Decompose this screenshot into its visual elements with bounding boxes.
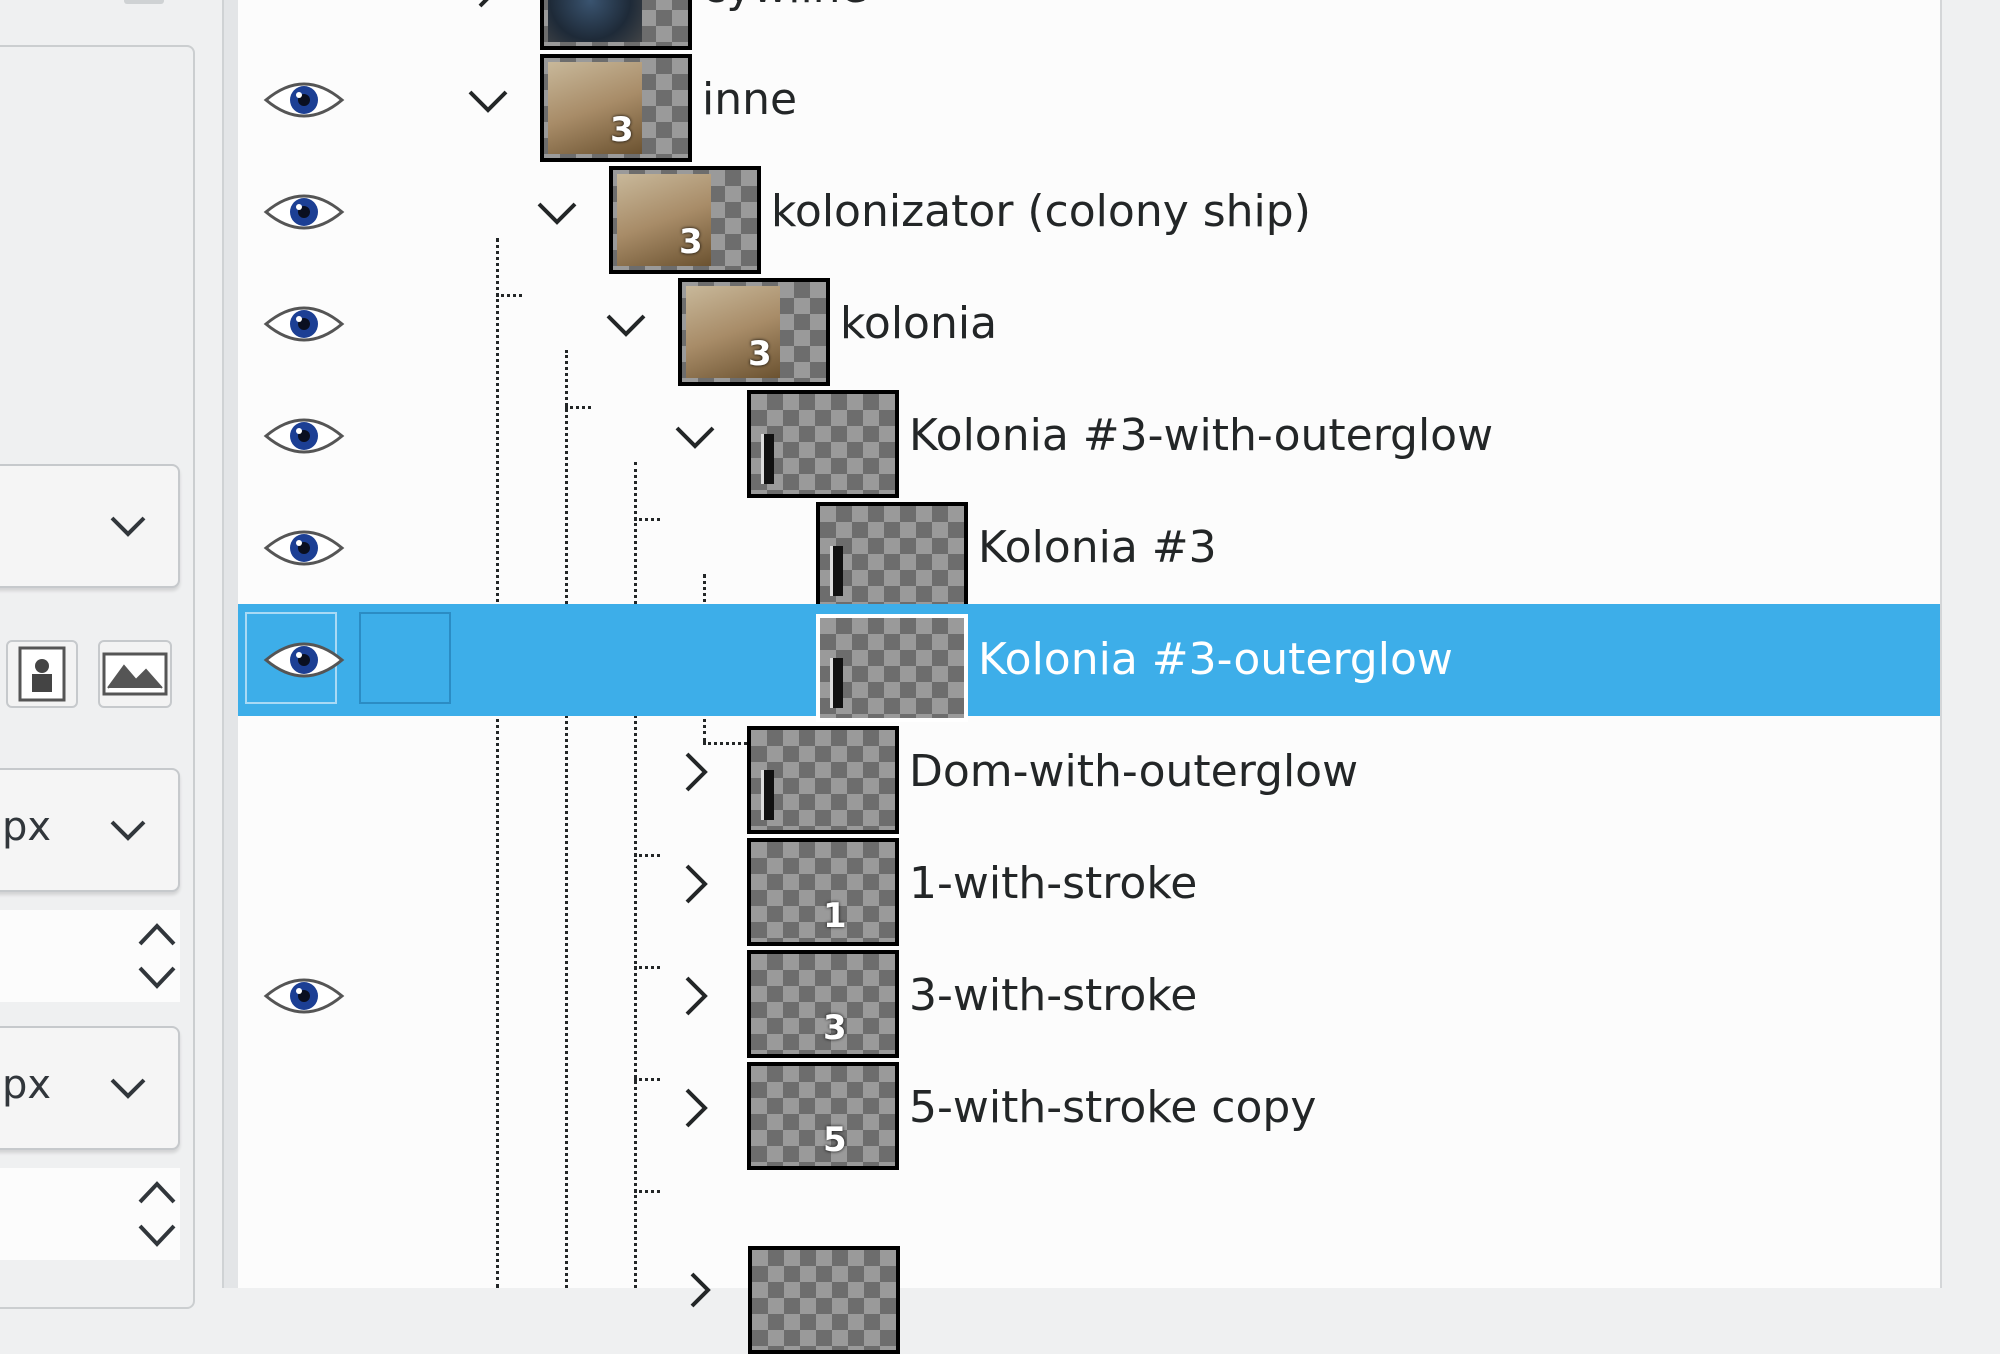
layer-name: Dom-with-outerglow xyxy=(909,746,1359,797)
tree-line xyxy=(565,350,568,1288)
eye-icon[interactable] xyxy=(262,410,346,462)
thumbnail-image xyxy=(617,174,711,266)
layer-thumbnail: 3 xyxy=(747,950,899,1058)
chevron-down-icon xyxy=(110,820,146,841)
chevron-down-icon[interactable] xyxy=(535,190,579,234)
thumbnail-image xyxy=(548,62,642,154)
thumbnail-mark xyxy=(761,770,774,820)
thumbnail-glyph: 1 xyxy=(823,896,847,936)
layers-tree[interactable]: cywilne 3 inne 3 kolonizator (colony ship) 3 k… xyxy=(238,0,1940,1354)
scrollbar-track[interactable] xyxy=(1940,0,2000,1288)
chevron-right-icon[interactable] xyxy=(673,750,717,794)
layer-thumbnail: 1 xyxy=(747,838,899,946)
height-unit-dropdown[interactable]: px xyxy=(0,1026,180,1150)
height-unit-label: px xyxy=(2,1062,52,1108)
tree-line xyxy=(634,462,637,1288)
thumbnail-mark xyxy=(830,658,843,708)
tree-line xyxy=(634,1078,660,1081)
layer-thumbnail xyxy=(540,0,692,50)
layer-name: inne xyxy=(702,74,798,125)
tree-line xyxy=(496,238,499,1288)
chevron-right-icon[interactable] xyxy=(678,1268,722,1312)
layer-name: kolonia xyxy=(840,298,998,349)
layer-thumbnail xyxy=(748,1246,900,1354)
eye-icon[interactable] xyxy=(262,74,346,126)
spin-up-icon[interactable] xyxy=(134,912,180,956)
layer-name: Kolonia #3-with-outerglow xyxy=(909,410,1494,461)
chevron-down-icon[interactable] xyxy=(604,302,648,346)
layer-name: 1-with-stroke xyxy=(909,858,1198,909)
chevron-right-icon[interactable] xyxy=(673,974,717,1018)
layer-thumbnail: 3 xyxy=(540,54,692,162)
layer-row[interactable]: 3 inne xyxy=(238,44,1940,162)
layer-name: Kolonia #3-outerglow xyxy=(978,634,1453,685)
layer-row[interactable]: 3 kolonizator (colony ship) xyxy=(238,156,1940,274)
layer-row[interactable]: Kolonia #3-outerglow xyxy=(238,604,1940,722)
portrait-icon xyxy=(18,646,66,702)
thumbnail-image xyxy=(548,0,642,42)
layer-name: 3-with-stroke xyxy=(909,970,1198,1021)
chevron-down-icon xyxy=(110,1078,146,1099)
chevron-down-icon[interactable] xyxy=(673,414,717,458)
top-edge-button[interactable] xyxy=(124,0,164,4)
thumbnail-glyph: 3 xyxy=(748,334,772,374)
tree-line xyxy=(565,406,591,409)
eye-icon[interactable] xyxy=(262,970,346,1022)
tree-line xyxy=(634,854,660,857)
layer-thumbnail xyxy=(747,726,899,834)
tree-line xyxy=(634,966,660,969)
layer-row[interactable]: 3 3-with-stroke xyxy=(238,940,1940,1058)
layer-name: kolonizator (colony ship) xyxy=(771,186,1311,237)
eye-icon[interactable] xyxy=(262,522,346,574)
thumbnail-mark xyxy=(830,546,843,596)
tree-line xyxy=(703,742,777,745)
layer-thumbnail: 5 xyxy=(747,1062,899,1170)
landscape-icon-button[interactable] xyxy=(98,640,172,708)
layer-row[interactable]: cywilne xyxy=(238,0,1940,50)
spin-up-icon[interactable] xyxy=(134,1170,180,1214)
landscape-icon xyxy=(102,652,168,696)
layer-row[interactable]: Kolonia #3-with-outerglow xyxy=(238,380,1940,498)
spin-down-icon[interactable] xyxy=(134,1214,180,1258)
height-spinbox[interactable] xyxy=(0,1168,180,1260)
thumbnail-mark xyxy=(761,434,774,484)
chevron-right-icon[interactable] xyxy=(673,862,717,906)
layer-thumbnail xyxy=(816,502,968,610)
layer-thumbnail: 3 xyxy=(609,166,761,274)
width-unit-dropdown[interactable]: px xyxy=(0,768,180,892)
thumbnail-glyph: 5 xyxy=(823,1120,847,1160)
width-unit-label: px xyxy=(2,804,52,850)
layer-thumbnail xyxy=(747,390,899,498)
layer-row[interactable]: Dom-with-outerglow xyxy=(238,716,1940,834)
tree-line xyxy=(634,518,660,521)
layer-thumbnail xyxy=(816,614,968,722)
layer-row[interactable]: 5 5-with-stroke copy xyxy=(238,1052,1940,1170)
thumbnail-glyph: 3 xyxy=(610,110,634,150)
layer-name: Kolonia #3 xyxy=(978,522,1217,573)
layer-thumbnail: 3 xyxy=(678,278,830,386)
thumbnail-glyph: 3 xyxy=(823,1008,847,1048)
width-spinbox[interactable] xyxy=(0,910,180,1002)
thumbnail-image xyxy=(686,286,780,378)
mode-dropdown[interactable] xyxy=(0,464,180,588)
link-toggle-frame[interactable] xyxy=(359,612,451,704)
layer-row[interactable]: 1 1-with-stroke xyxy=(238,828,1940,946)
eye-icon[interactable] xyxy=(262,634,346,686)
tree-line xyxy=(634,1190,660,1193)
layer-name: 5-with-stroke copy xyxy=(909,1082,1317,1133)
eye-icon[interactable] xyxy=(262,186,346,238)
eye-icon[interactable] xyxy=(262,298,346,350)
layer-name: cywilne xyxy=(702,0,868,18)
chevron-right-icon[interactable] xyxy=(466,0,510,10)
layer-row[interactable]: 3 kolonia xyxy=(238,268,1940,386)
chevron-right-icon[interactable] xyxy=(673,1086,717,1130)
tree-line xyxy=(496,294,522,297)
thumbnail-glyph: 3 xyxy=(679,222,703,262)
spin-down-icon[interactable] xyxy=(134,956,180,1000)
chevron-down-icon xyxy=(110,516,146,537)
tool-options-panel: px px xyxy=(0,0,222,1309)
portrait-icon-button[interactable] xyxy=(6,640,78,708)
layer-row[interactable]: Kolonia #3 xyxy=(238,492,1940,610)
chevron-down-icon[interactable] xyxy=(466,78,510,122)
